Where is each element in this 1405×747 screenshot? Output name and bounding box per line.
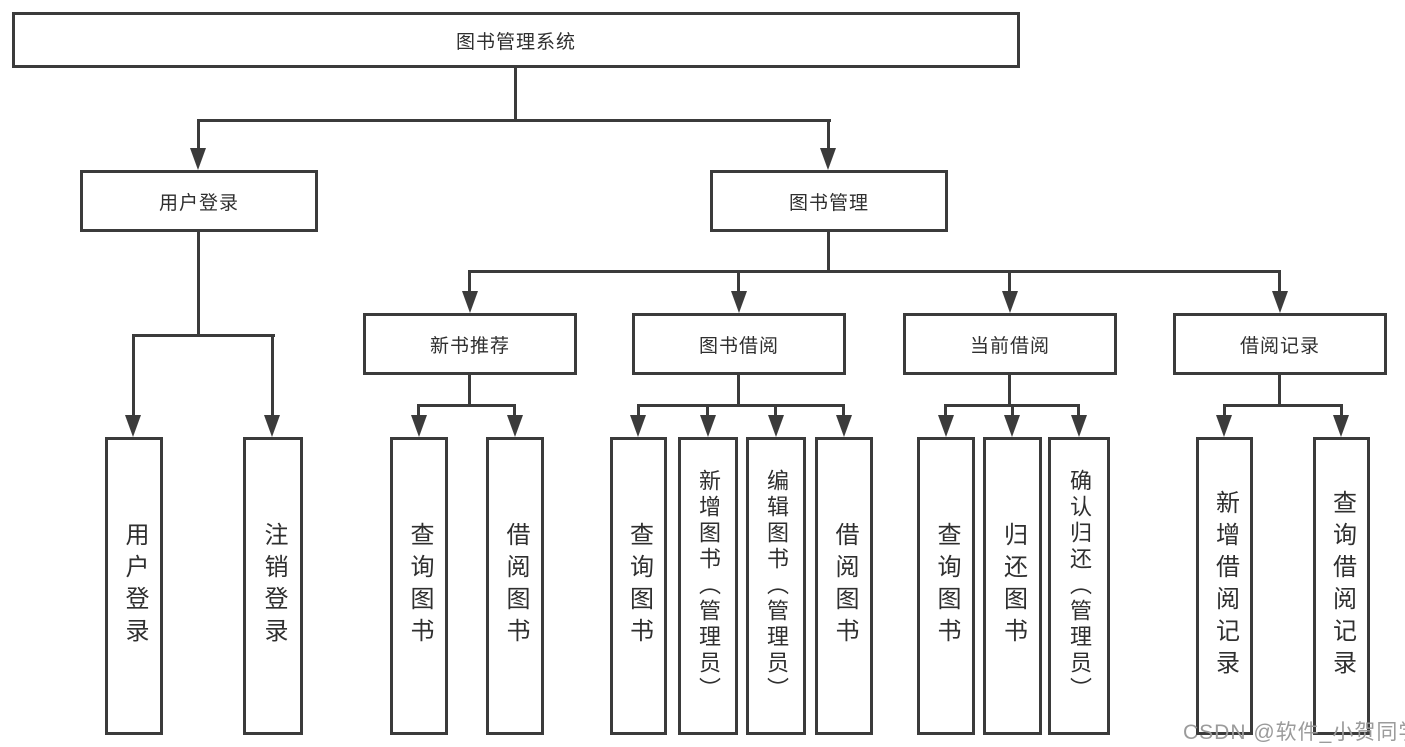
arrow-down-icon [700, 415, 716, 437]
leaf-borrow-books-2: 借阅图书 [815, 437, 873, 735]
leaf-query-books-1-label: 查询图书 [406, 522, 433, 650]
node-new-book-recommend-label: 新书推荐 [429, 335, 510, 357]
leaf-query-books-1: 查询图书 [390, 437, 448, 735]
connector-line [513, 404, 516, 417]
connector-line [271, 334, 274, 416]
connector-line [468, 375, 471, 407]
connector-line [842, 404, 845, 417]
connector-line [1077, 404, 1080, 417]
node-new-book-recommend: 新书推荐 [363, 313, 577, 375]
leaf-add-borrow-record: 新增借阅记录 [1196, 437, 1253, 735]
connector-line [944, 404, 947, 417]
leaf-user-login-label: 用户登录 [121, 522, 148, 650]
arrow-down-icon [462, 291, 478, 313]
leaf-confirm-return-admin: 确认归还（管理员） [1048, 437, 1110, 735]
arrow-down-icon [264, 415, 280, 437]
leaf-borrow-books-2-label: 借阅图书 [831, 522, 858, 650]
node-book-management: 图书管理 [710, 170, 948, 232]
arrow-down-icon [125, 415, 141, 437]
node-root-label: 图书管理系统 [455, 31, 576, 53]
arrow-down-icon [1272, 291, 1288, 313]
arrow-down-icon [190, 148, 206, 170]
leaf-edit-book-admin-label: 编辑图书（管理员） [764, 469, 789, 703]
leaf-return-books-label: 归还图书 [999, 522, 1027, 650]
connector-line [737, 375, 740, 407]
connector-line [132, 334, 275, 337]
leaf-add-borrow-record-label: 新增借阅记录 [1211, 490, 1239, 682]
leaf-user-login: 用户登录 [105, 437, 163, 735]
leaf-edit-book-admin: 编辑图书（管理员） [746, 437, 806, 735]
arrow-down-icon [1002, 291, 1018, 313]
connector-line [197, 119, 200, 150]
connector-line [706, 404, 709, 417]
connector-line [468, 270, 471, 293]
connector-line [827, 232, 830, 273]
connector-line [197, 119, 831, 122]
connector-line [1278, 375, 1281, 407]
leaf-add-book-admin: 新增图书（管理员） [678, 437, 738, 735]
arrow-down-icon [938, 415, 954, 437]
connector-line [774, 404, 777, 417]
leaf-logout-label: 注销登录 [260, 522, 287, 650]
arrow-down-icon [507, 415, 523, 437]
arrow-down-icon [1333, 415, 1349, 437]
node-borrow-record-label: 借阅记录 [1239, 335, 1320, 357]
connector-line [514, 68, 517, 122]
node-user-login-label: 用户登录 [158, 192, 239, 214]
leaf-query-borrow-record-label: 查询借阅记录 [1328, 490, 1356, 682]
leaf-return-books: 归还图书 [983, 437, 1042, 735]
leaf-add-book-admin-label: 新增图书（管理员） [696, 469, 721, 703]
arrow-down-icon [1004, 415, 1020, 437]
csdn-watermark: CSDN @软件_小贺同学 [1183, 721, 1405, 744]
node-book-management-label: 图书管理 [788, 192, 869, 214]
connector-line [1011, 404, 1014, 417]
leaf-query-books-2-label: 查询图书 [625, 522, 653, 650]
connector-line [1008, 375, 1011, 407]
connector-line [1008, 270, 1011, 293]
leaf-query-borrow-record: 查询借阅记录 [1313, 437, 1370, 735]
node-current-borrow-label: 当前借阅 [969, 335, 1050, 357]
arrow-down-icon [1071, 415, 1087, 437]
connector-line [132, 334, 135, 416]
node-book-borrow-label: 图书借阅 [698, 335, 779, 357]
leaf-query-books-2: 查询图书 [610, 437, 667, 735]
connector-line [1223, 404, 1343, 407]
leaf-confirm-return-admin-label: 确认归还（管理员） [1067, 469, 1092, 703]
connector-line [1340, 404, 1343, 417]
leaf-logout: 注销登录 [243, 437, 303, 735]
node-root: 图书管理系统 [12, 12, 1020, 68]
arrow-down-icon [731, 291, 747, 313]
arrow-down-icon [820, 148, 836, 170]
arrow-down-icon [768, 415, 784, 437]
connector-line [417, 404, 420, 417]
arrow-down-icon [411, 415, 427, 437]
connector-line [737, 270, 740, 293]
connector-line [468, 270, 1281, 273]
leaf-borrow-books-1: 借阅图书 [486, 437, 544, 735]
node-current-borrow: 当前借阅 [903, 313, 1117, 375]
node-user-login: 用户登录 [80, 170, 318, 232]
connector-line [1223, 404, 1226, 417]
connector-line [637, 404, 640, 417]
connector-line [417, 404, 516, 407]
leaf-borrow-books-1-label: 借阅图书 [502, 522, 529, 650]
connector-line [637, 404, 845, 407]
connector-line [827, 119, 830, 150]
leaf-query-books-3: 查询图书 [917, 437, 975, 735]
connector-line [197, 232, 200, 336]
arrow-down-icon [836, 415, 852, 437]
leaf-query-books-3-label: 查询图书 [933, 522, 960, 650]
arrow-down-icon [630, 415, 646, 437]
arrow-down-icon [1216, 415, 1232, 437]
connector-line [1278, 270, 1281, 293]
node-borrow-record: 借阅记录 [1173, 313, 1387, 375]
node-book-borrow: 图书借阅 [632, 313, 846, 375]
